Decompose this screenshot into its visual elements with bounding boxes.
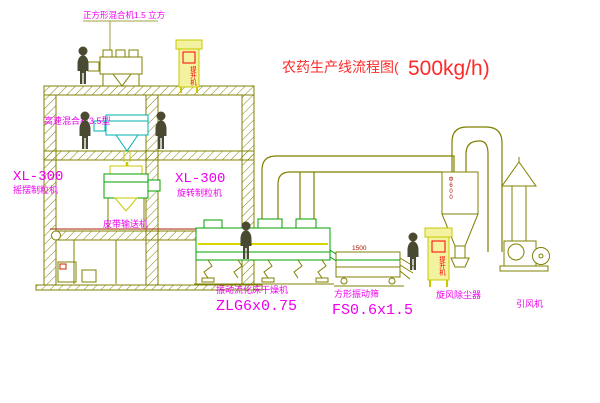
square-mixer xyxy=(87,49,143,87)
swing-granulator-label: 摇摆制粒机 xyxy=(13,184,58,195)
diagram-title-capacity: 500kg/h) xyxy=(408,57,490,80)
person-figure xyxy=(79,111,91,149)
top-mixer-leader xyxy=(83,20,158,50)
cyclone-name-label: 旋风除尘器 xyxy=(436,289,481,300)
xl300-right-label: XL-300 xyxy=(175,171,225,187)
sieve-dim-label: 1500 xyxy=(352,245,367,252)
fluid-bed-dryer xyxy=(194,218,343,285)
dryer-name-label: 振动流化床干燥机 xyxy=(216,284,288,295)
sieve-name-label: 方形振动筛 xyxy=(334,288,379,299)
top-mixer-label: 正方形混合机1.5 立方 xyxy=(83,10,165,20)
sieve-model-label: FS0.6x1.5 xyxy=(332,302,413,319)
elevator-head-window xyxy=(182,51,196,64)
vibrating-sieve xyxy=(334,251,416,287)
xl300-left-label: XL-300 xyxy=(13,169,63,185)
dryer-springs xyxy=(194,259,334,285)
exhaust-duct xyxy=(261,155,455,219)
belt-conveyor-label: 皮带输送机 xyxy=(103,218,148,229)
fan-label: 引风机 xyxy=(516,298,543,309)
cyclone-outlet-duct xyxy=(451,126,503,252)
cyclone-dust-collector xyxy=(441,171,479,268)
bucket-elevator-2: 提升机 xyxy=(424,227,453,287)
person-figure xyxy=(407,232,419,270)
high-speed-mixer xyxy=(93,114,149,162)
person-figure xyxy=(77,46,89,84)
ground-hatch xyxy=(35,284,263,291)
floor-equipment xyxy=(57,261,97,283)
induced-draft-fan xyxy=(499,240,550,272)
diagram-title: 农药生产线流程图( xyxy=(282,59,399,75)
elevator-1-label: 提升机 xyxy=(189,65,197,87)
granulator xyxy=(103,165,161,229)
elevator-2-label: 提升机 xyxy=(438,255,446,277)
exhaust-stack xyxy=(501,157,537,241)
elevator-head-window xyxy=(431,240,446,253)
cyclone-dim-label: Φ600 xyxy=(448,177,454,201)
dryer-model-label: ZLG6x0.75 xyxy=(216,298,297,315)
rotary-granulator-label: 旋转制粒机 xyxy=(177,187,222,198)
high-speed-mixer-label: 高速混合机3.5型 xyxy=(44,115,111,126)
bucket-elevator-1: 提升机 xyxy=(175,39,203,93)
